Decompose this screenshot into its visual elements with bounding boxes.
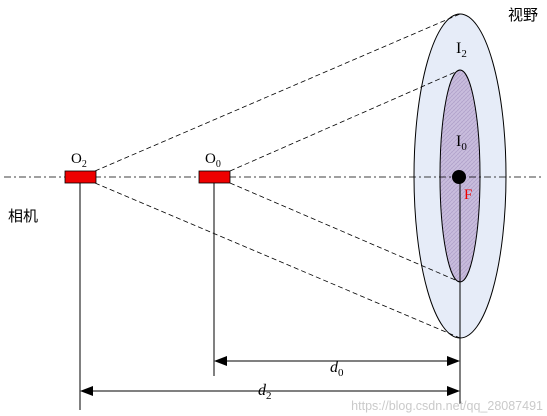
- near-distance-arrow-left-head: [214, 356, 227, 366]
- near-camera-label: O0: [205, 151, 221, 170]
- far-cone-upper-line: [94, 13, 461, 172]
- far-camera-label: O2: [71, 151, 87, 170]
- field-of-view-label: 视野: [508, 6, 538, 24]
- far-distance-label: d2: [258, 382, 272, 402]
- watermark-text: https://blog.csdn.net/qq_28087491: [351, 399, 543, 413]
- focus-point: [452, 170, 466, 184]
- far-distance-arrow-left-head: [80, 386, 93, 396]
- far-distance-arrow-right-head: [447, 386, 460, 396]
- outer-region-label: I2: [456, 40, 467, 60]
- focus-point-label: F: [464, 187, 472, 203]
- near-distance-label: d0: [330, 359, 344, 379]
- far-camera-marker: [64, 170, 97, 184]
- inner-region-label: I0: [456, 133, 467, 153]
- camera-label: 相机: [8, 207, 38, 225]
- near-cone-upper-line: [229, 69, 461, 172]
- near-cone-lower-line: [229, 182, 461, 283]
- far-cone-lower-line: [94, 182, 461, 339]
- near-distance-arrow-right-head: [447, 356, 460, 366]
- near-camera-marker: [198, 170, 231, 184]
